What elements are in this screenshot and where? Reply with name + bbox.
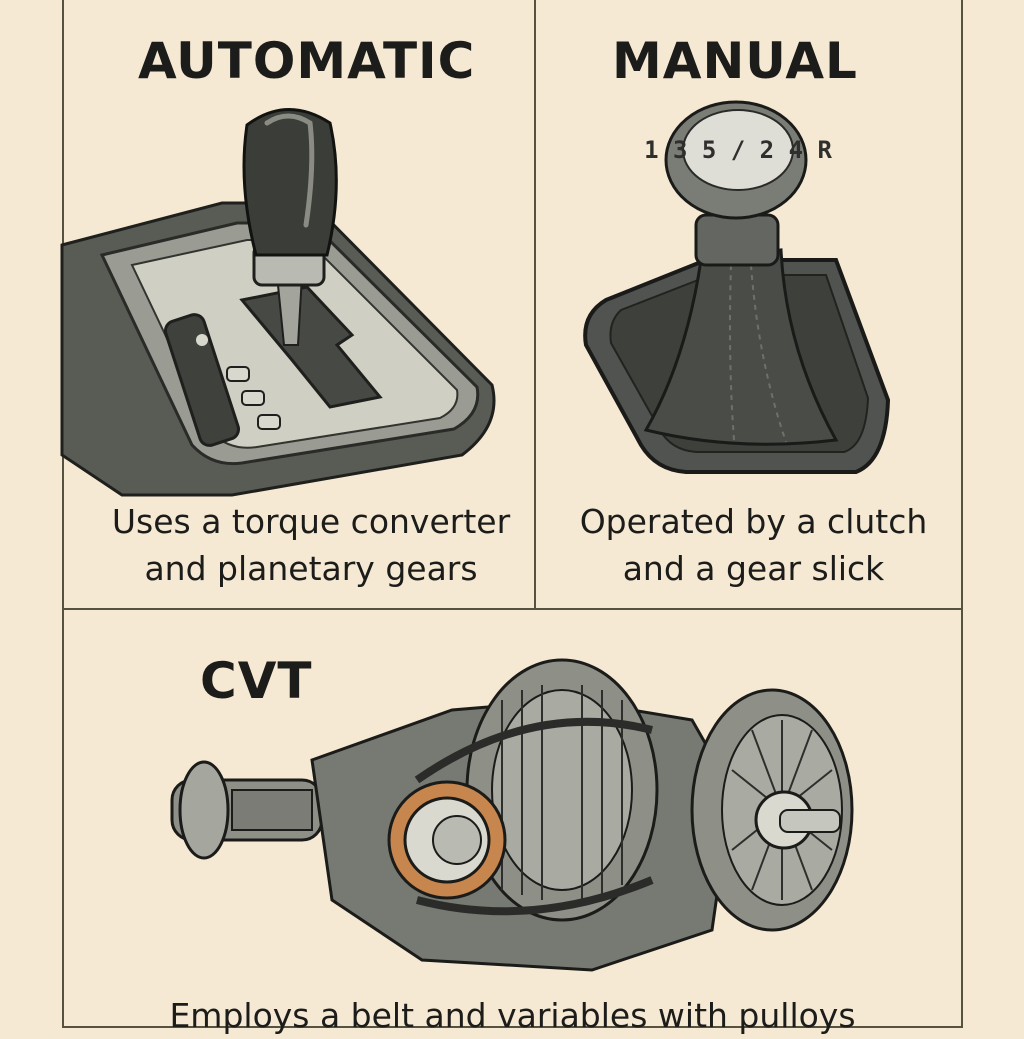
manual-caption-line2: and a gear slick [622,549,885,588]
vertical-divider [534,0,536,610]
manual-panel: MANUAL 1 3 5 / 2 4 R Operated by a clutc… [536,0,963,608]
automatic-caption: Uses a torque converter and planetary ge… [62,498,560,592]
automatic-caption-line1: Uses a torque converter [111,502,511,541]
automatic-title: AUTOMATIC [138,32,476,90]
manual-caption: Operated by a clutch and a gear slick [526,498,981,592]
automatic-gear-shifter-icon [60,108,496,497]
cvt-panel: CVT [62,610,963,1035]
knob-shift-pattern: 1 3 5 / 2 4 R [644,136,832,164]
horizontal-divider [62,608,963,610]
automatic-caption-line2: and planetary gears [144,549,478,588]
manual-caption-line1: Operated by a clutch [579,502,928,541]
cvt-caption: Employs a belt and variables with pulloy… [62,992,963,1039]
cvt-title: CVT [200,652,313,710]
cvt-caption-line1: Employs a belt and variables with pulloy… [169,996,856,1035]
cvt-transmission-icon [170,658,854,972]
manual-gear-knob-icon: 1 3 5 / 2 4 R [583,100,891,474]
automatic-panel: AUTOMATIC Uses a torque converter and pl… [60,0,534,608]
manual-title: MANUAL [612,32,858,90]
